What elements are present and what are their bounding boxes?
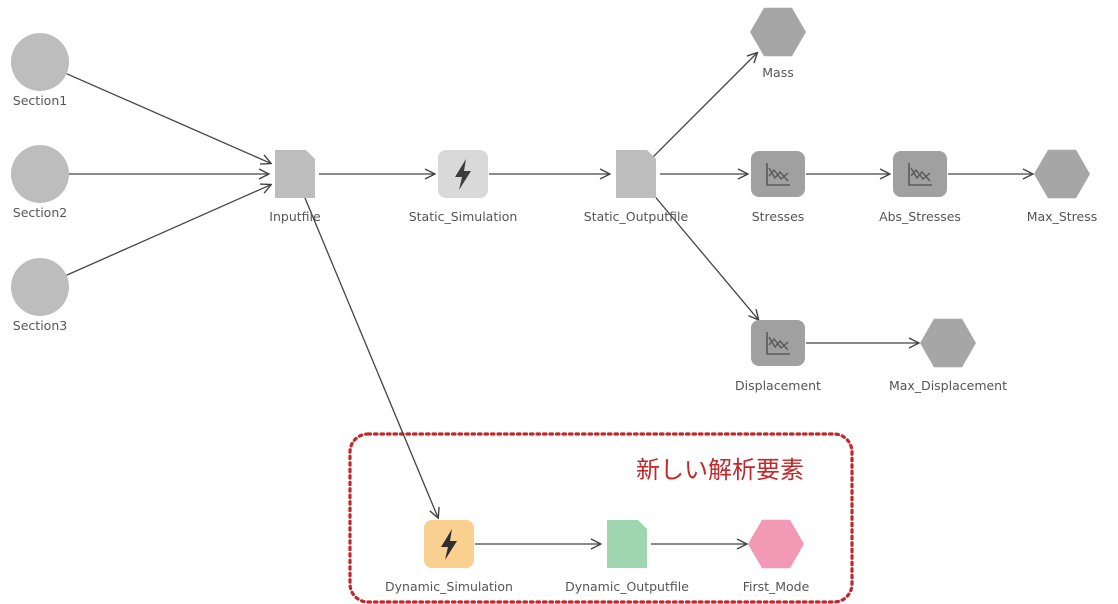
node-stresses[interactable] <box>751 151 805 197</box>
node-label: Displacement <box>735 378 821 393</box>
node-label: Static_Simulation <box>408 209 518 224</box>
edge-static_outputfile-to-displacement <box>650 191 758 320</box>
node-label: First_Mode <box>742 579 810 594</box>
node-abs-stresses[interactable] <box>893 151 947 197</box>
node-label: Section1 <box>12 93 68 108</box>
node-static-outputfile[interactable] <box>616 150 656 198</box>
new-elements-group-title: 新しい解析要素 <box>636 456 804 484</box>
node-static-simulation[interactable] <box>438 150 488 198</box>
circle-node-icon <box>11 145 69 203</box>
node-mass[interactable] <box>750 7 806 57</box>
node-first-mode[interactable] <box>748 519 804 569</box>
node-label: Section2 <box>12 205 68 220</box>
chart-icon <box>908 163 932 186</box>
node-section1[interactable] <box>11 33 69 91</box>
hexagon-icon <box>920 318 976 368</box>
node-label: Max_Stress <box>1026 209 1098 224</box>
lightning-icon <box>455 159 471 190</box>
node-label: Abs_Stresses <box>879 209 961 224</box>
node-label: Mass <box>762 65 794 80</box>
node-label: Dynamic_Outputfile <box>565 579 689 594</box>
file-icon <box>607 520 647 568</box>
node-max-stress[interactable] <box>1034 149 1090 199</box>
node-section2[interactable] <box>11 145 69 203</box>
node-section3[interactable] <box>11 258 69 316</box>
node-label: Section3 <box>12 318 68 333</box>
new-elements-group-frame <box>348 432 854 604</box>
hexagon-icon <box>750 7 806 57</box>
edge-static_outputfile-to-mass <box>652 53 758 158</box>
node-label: Inputfile <box>269 209 321 224</box>
hexagon-icon <box>748 519 804 569</box>
lightning-icon <box>441 529 457 560</box>
node-dynamic-outputfile[interactable] <box>607 520 647 568</box>
edge-inputfile-to-dynamic_simulation <box>303 195 438 518</box>
node-label: Stresses <box>751 209 805 224</box>
node-inputfile[interactable] <box>275 150 315 198</box>
node-dynamic-simulation[interactable] <box>424 520 474 568</box>
chart-icon <box>766 163 790 186</box>
node-label: Max_Displacement <box>888 378 1008 393</box>
node-layer <box>11 7 1090 569</box>
file-icon <box>616 150 656 198</box>
node-displacement[interactable] <box>751 320 805 366</box>
edge-section1-to-inputfile <box>66 73 272 164</box>
node-label: Dynamic_Simulation <box>385 579 513 594</box>
edge-layer <box>66 53 1033 544</box>
node-max-displacement[interactable] <box>920 318 976 368</box>
node-label: Static_Outputfile <box>583 209 689 224</box>
hexagon-icon <box>1034 149 1090 199</box>
file-icon <box>275 150 315 198</box>
chart-icon <box>766 332 790 355</box>
edge-section3-to-inputfile <box>66 185 272 276</box>
circle-node-icon <box>11 258 69 316</box>
circle-node-icon <box>11 33 69 91</box>
